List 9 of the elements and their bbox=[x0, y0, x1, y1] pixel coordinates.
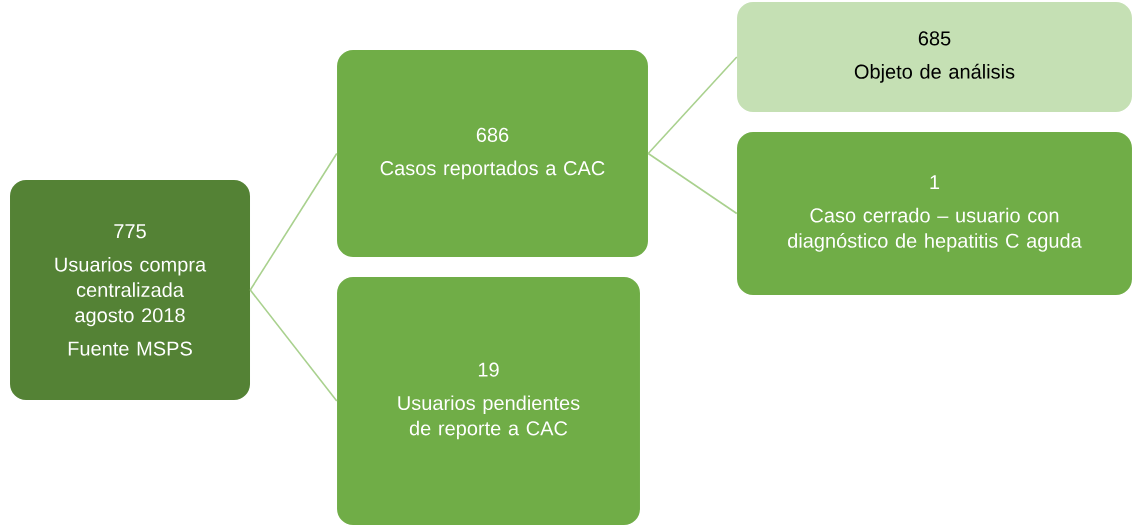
source-box: 775 Usuarios compra centralizada agosto 2018 Fuente MSPS bbox=[10, 180, 250, 400]
category-box: 19 Usuarios pendientes de reporte a CAC bbox=[337, 277, 640, 525]
connector-line bbox=[249, 289, 338, 402]
connector-line bbox=[647, 152, 738, 215]
connector-line bbox=[647, 56, 738, 155]
result-box: 685 Objeto de análisis bbox=[737, 2, 1132, 112]
result-box: 1 Caso cerrado – usuario con diagnóstico de hepatitis C aguda bbox=[737, 132, 1132, 295]
connector-line bbox=[249, 152, 338, 291]
category-box: 686 Casos reportados a CAC bbox=[337, 50, 648, 257]
